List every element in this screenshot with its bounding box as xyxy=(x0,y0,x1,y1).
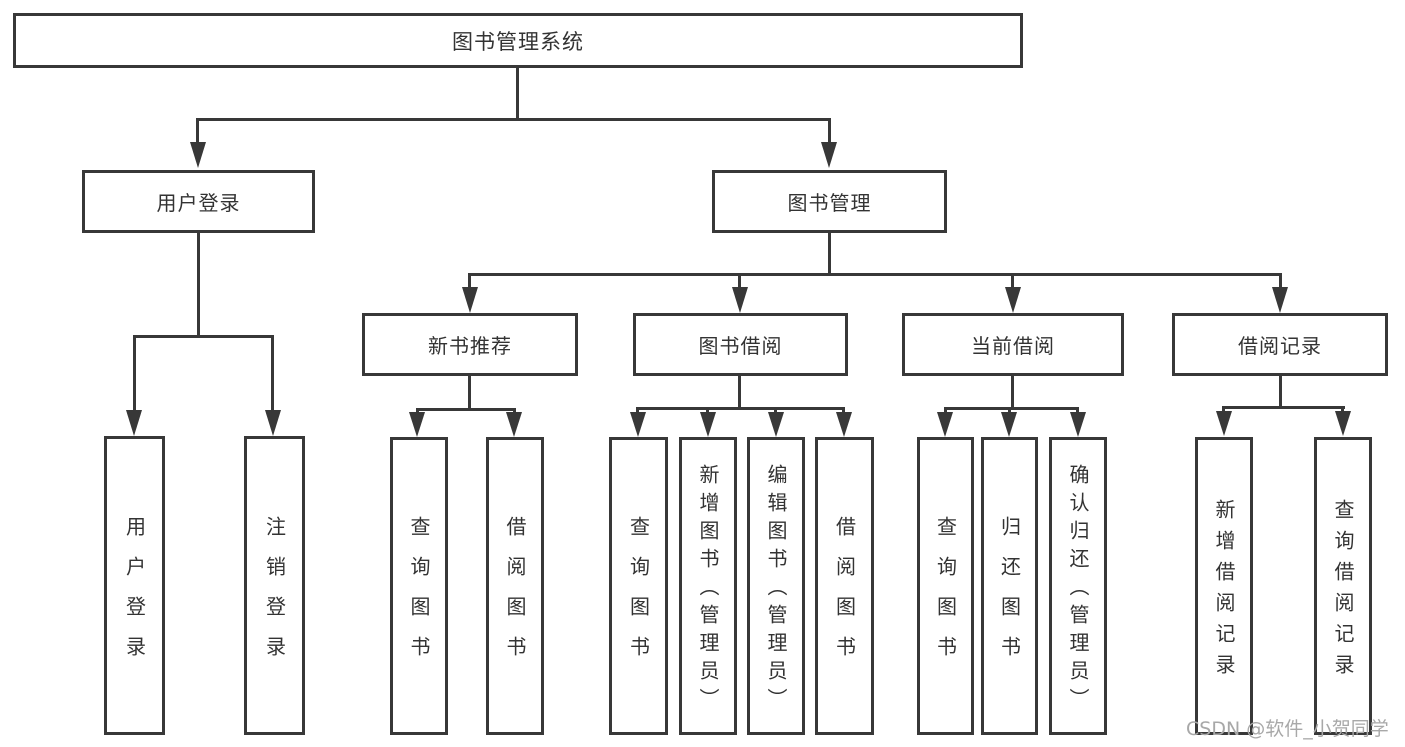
connector-line xyxy=(706,407,709,413)
connector-line xyxy=(468,273,471,289)
connector-line xyxy=(738,376,741,407)
arrow-down-icon xyxy=(768,412,784,437)
connector-line xyxy=(1076,407,1079,413)
node-book-management: 图书管理 xyxy=(712,170,947,233)
leaf-return-books: 归还图书 xyxy=(981,437,1038,735)
arrow-down-icon xyxy=(700,412,716,437)
connector-line xyxy=(1008,407,1011,413)
arrow-down-icon xyxy=(462,287,478,313)
connector-line xyxy=(1222,406,1225,412)
arrow-down-icon xyxy=(1335,411,1351,436)
leaf-query-books-current: 查询图书 xyxy=(917,437,974,735)
node-borrow-records: 借阅记录 xyxy=(1172,313,1388,376)
connector-line xyxy=(196,118,831,121)
connector-line xyxy=(468,273,1282,276)
connector-line xyxy=(828,118,831,144)
arrow-down-icon xyxy=(937,412,953,437)
connector-line xyxy=(1279,376,1282,406)
node-book-borrow-label: 图书借阅 xyxy=(698,334,783,358)
connector-line xyxy=(196,118,199,144)
connector-line xyxy=(1011,376,1014,407)
arrow-down-icon xyxy=(190,142,206,168)
arrow-down-icon xyxy=(1001,412,1017,437)
node-root: 图书管理系统 xyxy=(13,13,1023,68)
leaf-user-login: 用户登录 xyxy=(104,436,165,735)
connector-line xyxy=(944,407,947,413)
leaf-query-books-borrow: 查询图书 xyxy=(609,437,668,735)
connector-line xyxy=(133,335,274,338)
node-book-borrow: 图书借阅 xyxy=(633,313,848,376)
node-root-label: 图书管理系统 xyxy=(452,29,584,54)
connector-line xyxy=(738,273,741,289)
connector-line xyxy=(271,335,274,412)
leaf-borrow-books-recommend-label: 借阅图书 xyxy=(503,516,527,676)
node-user-login-label: 用户登录 xyxy=(156,191,241,215)
leaf-edit-books-admin-label: 编辑图书（管理员） xyxy=(764,464,788,716)
leaf-logout: 注销登录 xyxy=(244,436,305,735)
connector-line xyxy=(944,407,1079,410)
arrow-down-icon xyxy=(506,412,522,437)
leaf-confirm-return-admin-label: 确认归还（管理员） xyxy=(1066,464,1090,716)
connector-line xyxy=(513,408,516,414)
leaf-query-books-recommend-label: 查询图书 xyxy=(407,516,431,676)
connector-line xyxy=(1341,406,1344,412)
arrow-down-icon xyxy=(630,412,646,437)
node-new-book-recommend-label: 新书推荐 xyxy=(428,334,512,358)
arrow-down-icon xyxy=(732,287,748,313)
connector-line xyxy=(516,68,519,120)
node-current-borrow-label: 当前借阅 xyxy=(971,334,1055,358)
leaf-edit-books-admin: 编辑图书（管理员） xyxy=(747,437,805,735)
leaf-borrow-books: 借阅图书 xyxy=(815,437,874,735)
leaf-query-books-borrow-label: 查询图书 xyxy=(626,516,651,676)
leaf-borrow-books-recommend: 借阅图书 xyxy=(486,437,544,735)
arrow-down-icon xyxy=(1272,287,1288,313)
connector-line xyxy=(1222,406,1345,409)
arrow-down-icon xyxy=(1070,412,1086,437)
connector-line xyxy=(416,408,516,411)
leaf-user-login-label: 用户登录 xyxy=(122,515,147,676)
node-current-borrow: 当前借阅 xyxy=(902,313,1124,376)
leaf-query-borrow-record-label: 查询借阅记录 xyxy=(1331,498,1355,685)
leaf-add-borrow-record: 新增借阅记录 xyxy=(1195,437,1253,735)
node-new-book-recommend: 新书推荐 xyxy=(362,313,578,376)
arrow-down-icon xyxy=(836,412,852,437)
connector-line xyxy=(636,407,845,410)
leaf-query-books-recommend: 查询图书 xyxy=(390,437,448,735)
leaf-add-books-admin: 新增图书（管理员） xyxy=(679,437,737,735)
leaf-borrow-books-label: 借阅图书 xyxy=(832,516,857,676)
leaf-query-books-current-label: 查询图书 xyxy=(933,516,958,676)
arrow-down-icon xyxy=(1005,287,1021,313)
connector-line xyxy=(197,233,200,335)
connector-line xyxy=(416,408,419,414)
node-borrow-records-label: 借阅记录 xyxy=(1238,334,1322,358)
csdn-watermark: CSDN @软件_小贺同学 xyxy=(1186,718,1389,740)
connector-line xyxy=(774,407,777,413)
leaf-return-books-label: 归还图书 xyxy=(997,516,1022,676)
connector-line xyxy=(1011,273,1014,289)
leaf-add-borrow-record-label: 新增借阅记录 xyxy=(1212,498,1236,685)
leaf-confirm-return-admin: 确认归还（管理员） xyxy=(1049,437,1107,735)
connector-line xyxy=(828,233,831,273)
arrow-down-icon xyxy=(409,412,425,437)
connector-line xyxy=(133,335,136,412)
node-user-login: 用户登录 xyxy=(82,170,315,233)
leaf-add-books-admin-label: 新增图书（管理员） xyxy=(696,464,720,716)
node-book-management-label: 图书管理 xyxy=(787,191,872,215)
arrow-down-icon xyxy=(1216,411,1232,436)
connector-line xyxy=(636,407,639,413)
arrow-down-icon xyxy=(126,410,142,436)
leaf-logout-label: 注销登录 xyxy=(262,515,287,676)
arrow-down-icon xyxy=(265,410,281,436)
arrow-down-icon xyxy=(821,142,837,168)
leaf-query-borrow-record: 查询借阅记录 xyxy=(1314,437,1372,735)
connector-line xyxy=(468,376,471,408)
connector-line xyxy=(1279,273,1282,289)
connector-line xyxy=(842,407,845,413)
